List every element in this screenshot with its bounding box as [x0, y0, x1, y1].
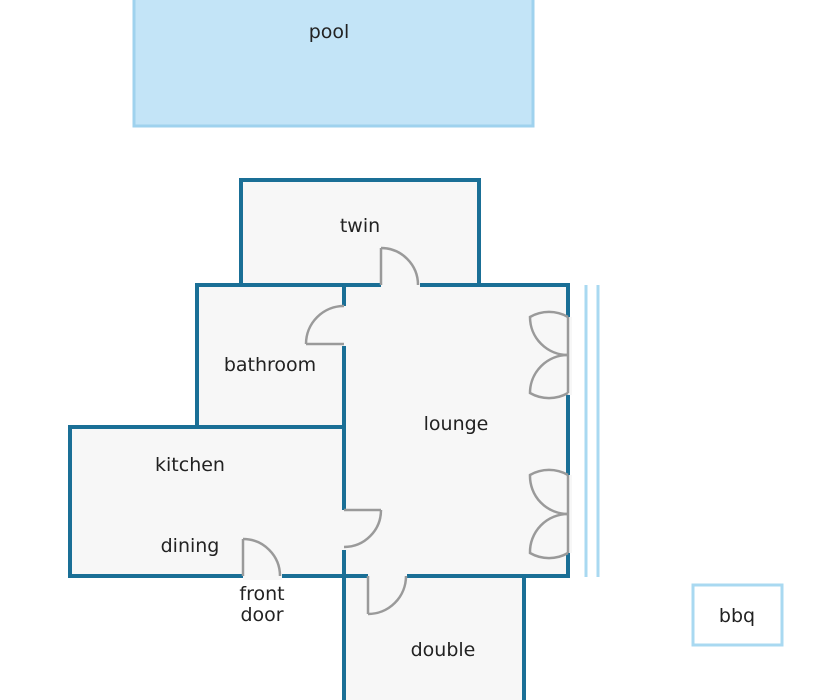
room-bathroom [195, 283, 346, 429]
label-pool: pool [309, 21, 350, 43]
label-bbq: bbq [719, 605, 755, 627]
room-double [342, 574, 526, 700]
door-balcony-upper [528, 310, 570, 400]
label-double: double [411, 639, 476, 661]
door-front [241, 537, 282, 577]
room-kitchen [68, 425, 346, 578]
room-lounge [342, 283, 570, 578]
label-bathroom: bathroom [224, 354, 316, 376]
label-twin: twin [340, 215, 380, 237]
door-balcony-lower [528, 468, 570, 560]
room-twin [239, 178, 481, 287]
door-kitchen [343, 508, 383, 549]
door-double [366, 575, 408, 616]
label-dining: dining [161, 535, 220, 557]
label-lounge: lounge [424, 413, 489, 435]
label-front-door-line1: front [239, 583, 284, 605]
label-front-door-line2: door [240, 604, 283, 626]
label-kitchen: kitchen [155, 454, 225, 476]
bbq-area [691, 583, 784, 647]
door-bathroom [304, 304, 345, 346]
door-twin [379, 246, 420, 286]
pool-area [132, 0, 535, 128]
